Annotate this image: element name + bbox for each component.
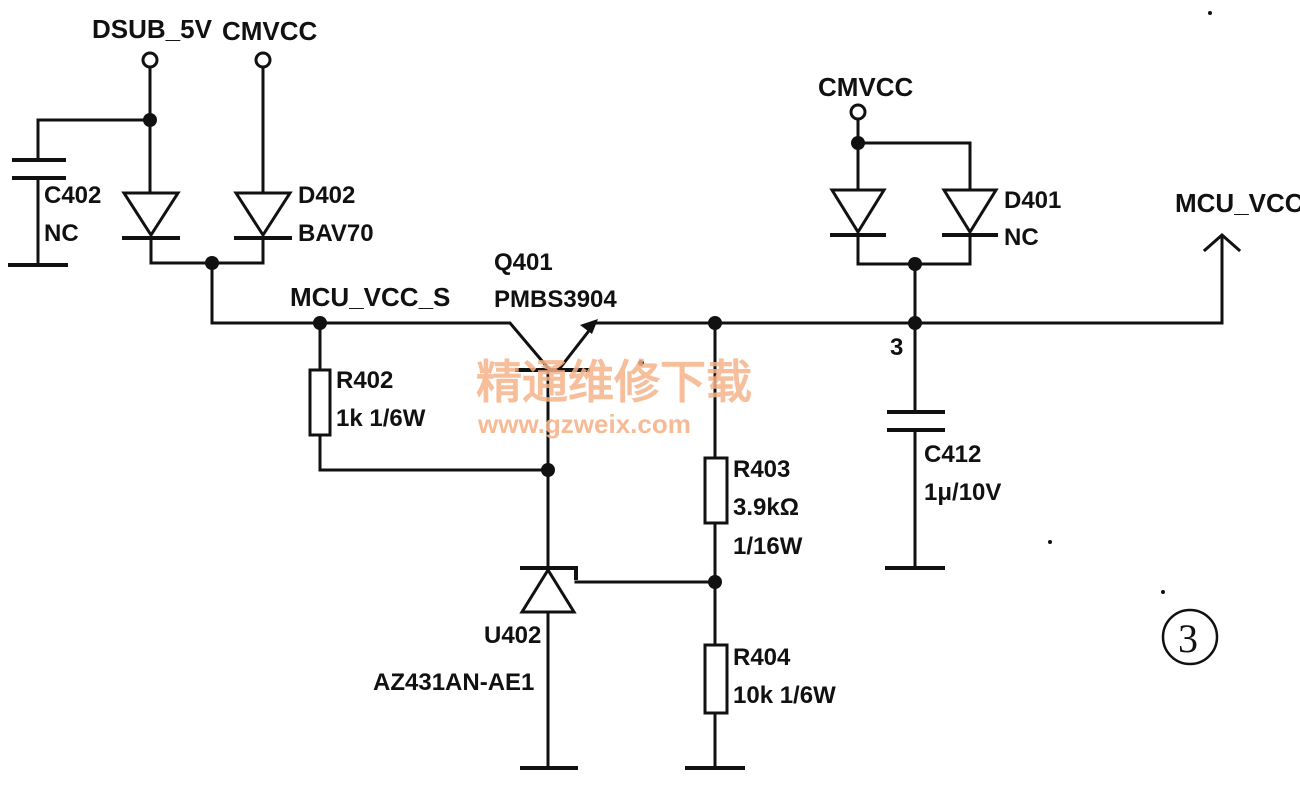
diode-d402-a bbox=[121, 118, 181, 265]
d401-ref: D401 bbox=[1004, 187, 1061, 214]
net-label-mcu-vcc: MCU_VCC bbox=[1175, 188, 1300, 218]
pin-label-3: 3 bbox=[890, 334, 903, 361]
mcu-vcc-arrow bbox=[1202, 232, 1242, 253]
q401-ref: Q401 bbox=[494, 249, 553, 276]
d402-value: BAV70 bbox=[298, 220, 374, 247]
wire bbox=[856, 141, 972, 192]
speck bbox=[1208, 11, 1212, 15]
net-label-mcu-vcc-s: MCU_VCC_S bbox=[290, 282, 450, 312]
r403-ref: R403 bbox=[733, 456, 790, 483]
resistor-r404 bbox=[685, 643, 745, 770]
cmvcc-left-terminal bbox=[254, 51, 272, 192]
junction-dot bbox=[708, 575, 722, 589]
dsub-5v-terminal bbox=[141, 51, 159, 122]
u402-ref: U402 bbox=[484, 622, 541, 649]
resistor-r402 bbox=[308, 321, 550, 472]
net-label-cmvcc-left: CMVCC bbox=[222, 16, 318, 46]
r404-ref: R404 bbox=[733, 644, 791, 671]
wire bbox=[318, 321, 551, 371]
c402-value: NC bbox=[44, 220, 79, 247]
capacitor-c402 bbox=[8, 158, 68, 267]
capacitor-c412 bbox=[885, 321, 945, 570]
speck bbox=[1048, 540, 1052, 544]
q401-value: PMBS3904 bbox=[494, 286, 617, 313]
r402-ref: R402 bbox=[336, 367, 393, 394]
net-label-cmvcc-right: CMVCC bbox=[818, 72, 914, 102]
figure-number: 3 bbox=[1178, 616, 1198, 661]
r403-power: 1/16W bbox=[733, 533, 803, 560]
transistor-q401 bbox=[515, 319, 598, 472]
c412-ref: C412 bbox=[924, 441, 981, 468]
u402-value: AZ431AN-AE1 bbox=[373, 669, 534, 696]
diode-d401-b bbox=[941, 188, 999, 266]
diode-d401-a bbox=[829, 141, 887, 266]
r403-value: 3.9kΩ bbox=[733, 494, 799, 521]
net-label-dsub-5v: DSUB_5V bbox=[92, 14, 213, 44]
wire bbox=[36, 118, 152, 162]
watermark-url: www.gzweix.com bbox=[477, 409, 691, 439]
c402-ref: C402 bbox=[44, 182, 101, 209]
r402-value: 1k 1/6W bbox=[336, 405, 426, 432]
watermark-chinese: 精通维修下载 bbox=[476, 355, 752, 409]
r404-value: 10k 1/6W bbox=[733, 682, 836, 709]
diode-d402-b bbox=[233, 191, 293, 265]
figure-number-circle bbox=[1161, 608, 1219, 666]
speck bbox=[1161, 590, 1165, 594]
wire bbox=[593, 236, 1224, 325]
d401-value: NC bbox=[1004, 224, 1039, 251]
c412-value: 1μ/10V bbox=[924, 479, 1001, 506]
wire bbox=[210, 261, 322, 325]
stray-dot bbox=[638, 360, 644, 366]
d402-ref: D402 bbox=[298, 182, 355, 209]
shunt-regulator-u402 bbox=[519, 468, 717, 770]
